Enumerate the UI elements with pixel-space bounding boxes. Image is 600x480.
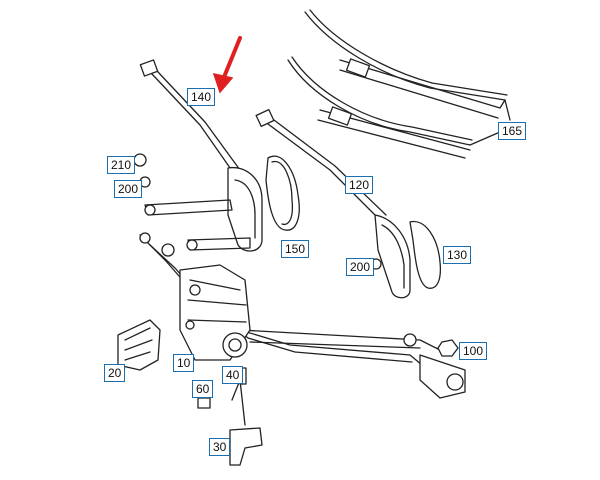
- callout-120[interactable]: 120: [345, 176, 374, 194]
- cover-130: [409, 220, 442, 289]
- callout-30[interactable]: 30: [209, 438, 231, 456]
- callout-10[interactable]: 10: [173, 354, 195, 372]
- wiper-blade-upper: [304, 9, 508, 119]
- callout-130[interactable]: 130: [443, 246, 472, 264]
- callout-60[interactable]: 60: [192, 380, 214, 398]
- callout-100[interactable]: 100: [459, 342, 488, 360]
- leader-165: [469, 99, 511, 146]
- wiper-motor-10: [179, 264, 251, 361]
- callout-165[interactable]: 165: [498, 122, 527, 140]
- callout-210[interactable]: 210: [107, 156, 136, 174]
- highlight-arrow: [212, 36, 242, 94]
- nut-100: [437, 339, 459, 357]
- callout-40[interactable]: 40: [222, 366, 244, 384]
- callout-20[interactable]: 20: [104, 364, 126, 382]
- callout-150[interactable]: 150: [281, 240, 310, 258]
- callout-140[interactable]: 140: [187, 88, 216, 106]
- bolt-60: [197, 397, 211, 409]
- bracket-30: [229, 427, 263, 466]
- wiper-arm-120: [255, 108, 411, 299]
- wiper-blade-lower: [287, 56, 473, 159]
- callout-200-right[interactable]: 200: [346, 258, 375, 276]
- linkage-frame: [139, 199, 466, 399]
- nut-210: [133, 153, 147, 167]
- cover-150: [265, 155, 300, 231]
- callout-200-left[interactable]: 200: [114, 180, 143, 198]
- wiper-arm-140: [139, 59, 263, 252]
